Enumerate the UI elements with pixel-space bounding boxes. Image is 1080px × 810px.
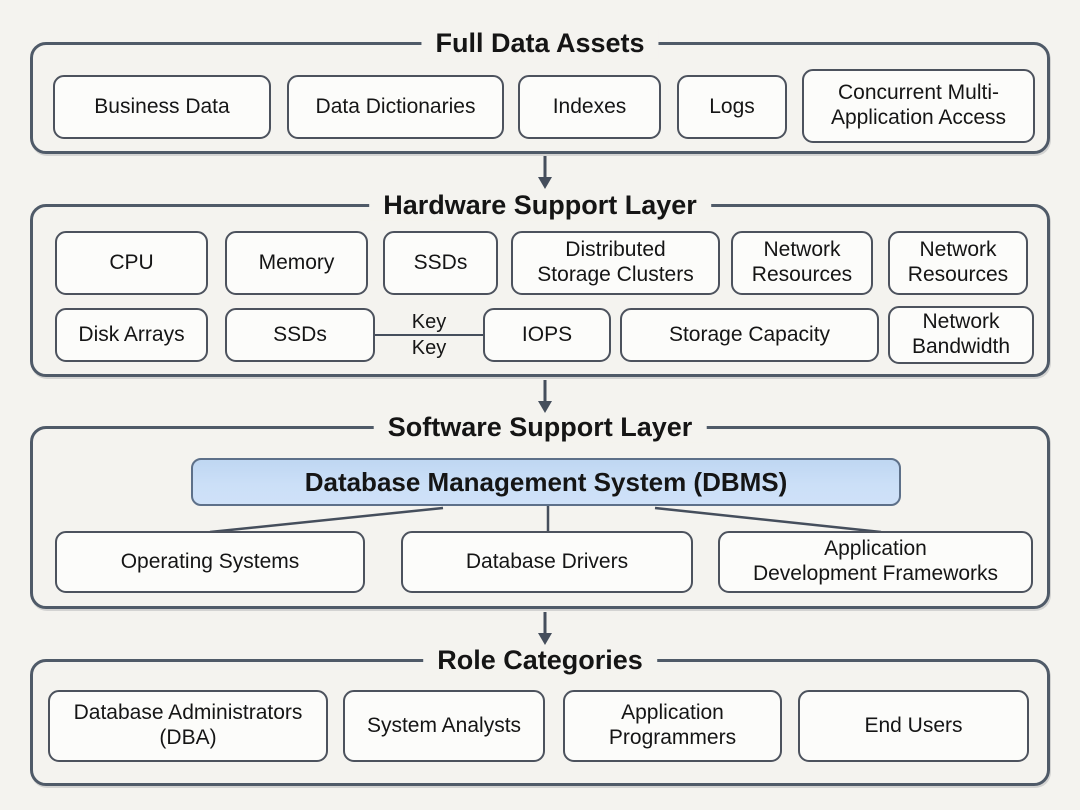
node-label: SSDs [413,250,468,274]
node-indexes: Indexes [518,75,661,139]
node-label: Business Data [94,94,230,118]
node-logs: Logs [677,75,787,139]
node-distributed-storage-clusters: Distributed Storage Clusters [511,231,720,295]
node-dbms: Database Management System (DBMS) [191,458,901,506]
section-hardware-support-layer: Hardware Support Layer CPU Memory SSDs D… [30,190,1050,377]
node-label-line1: Application [824,537,927,561]
node-label: Network Bandwidth [911,310,1011,358]
node-network-bandwidth: Network Bandwidth [888,306,1034,364]
section-full-data-assets: Full Data Assets Business Data Data Dict… [30,28,1050,154]
node-label: Data Dictionaries [315,94,476,118]
section-title-role-categories: Role Categories [423,645,657,676]
node-label: Indexes [552,94,627,118]
key-label-top: Key [411,311,447,333]
node-cpu: CPU [55,231,208,295]
node-ssds-row2: SSDs [225,308,375,362]
node-label: Network Resources [907,238,1009,286]
section-title-software-support-layer: Software Support Layer [373,412,707,443]
node-label: Storage Capacity [668,322,831,346]
section-title-full-data-assets: Full Data Assets [421,28,659,59]
node-label: Concurrent Multi-Application Access [830,81,1007,129]
node-label: Network Resources [751,238,853,286]
key-label-bottom: Key [411,337,447,359]
node-label: Disk Arrays [78,322,185,346]
node-data-dictionaries: Data Dictionaries [287,75,504,139]
node-label: CPU [109,250,154,274]
node-label: Distributed Storage Clusters [537,238,694,286]
node-business-data: Business Data [53,75,271,139]
node-network-resources-1: Network Resources [731,231,873,295]
node-disk-arrays: Disk Arrays [55,308,208,362]
section-title-hardware-support-layer: Hardware Support Layer [369,190,711,221]
node-memory: Memory [225,231,368,295]
node-label: Database Management System (DBMS) [304,466,788,497]
node-label: IOPS [521,322,573,346]
node-label: Operating Systems [120,549,300,573]
node-application-programmers: Application Programmers [563,690,782,762]
node-label: Application Programmers [608,701,737,749]
arrow-down-2 [538,380,552,413]
dbms-connector-lines [209,506,882,533]
node-label: Database Drivers [465,549,629,573]
node-network-resources-2: Network Resources [888,231,1028,295]
node-iops: IOPS [483,308,611,362]
node-label: SSDs [273,322,327,346]
node-database-drivers: Database Drivers [401,531,693,593]
node-label: Memory [258,250,335,274]
node-ssds-row1: SSDs [383,231,498,295]
arrow-down-1 [538,156,552,189]
node-system-analysts: System Analysts [343,690,545,762]
node-label: Database Administrators (DBA) [73,701,303,749]
node-database-administrators: Database Administrators (DBA) [48,690,328,762]
section-software-support-layer: Software Support Layer Database Manageme… [30,412,1050,609]
node-storage-capacity: Storage Capacity [620,308,879,362]
node-end-users: End Users [798,690,1029,762]
node-label: End Users [864,713,963,737]
node-operating-systems: Operating Systems [55,531,365,593]
key-connector-line [375,334,483,336]
section-role-categories: Role Categories Database Administrators … [30,645,1050,786]
key-connector: Key Key [375,306,483,364]
node-label-line2: Development Frameworks [752,562,999,585]
node-concurrent-multi-application-access: Concurrent Multi-Application Access [802,69,1035,143]
node-label: System Analysts [366,713,522,737]
node-label: Logs [709,94,755,118]
arrow-down-3 [538,612,552,645]
